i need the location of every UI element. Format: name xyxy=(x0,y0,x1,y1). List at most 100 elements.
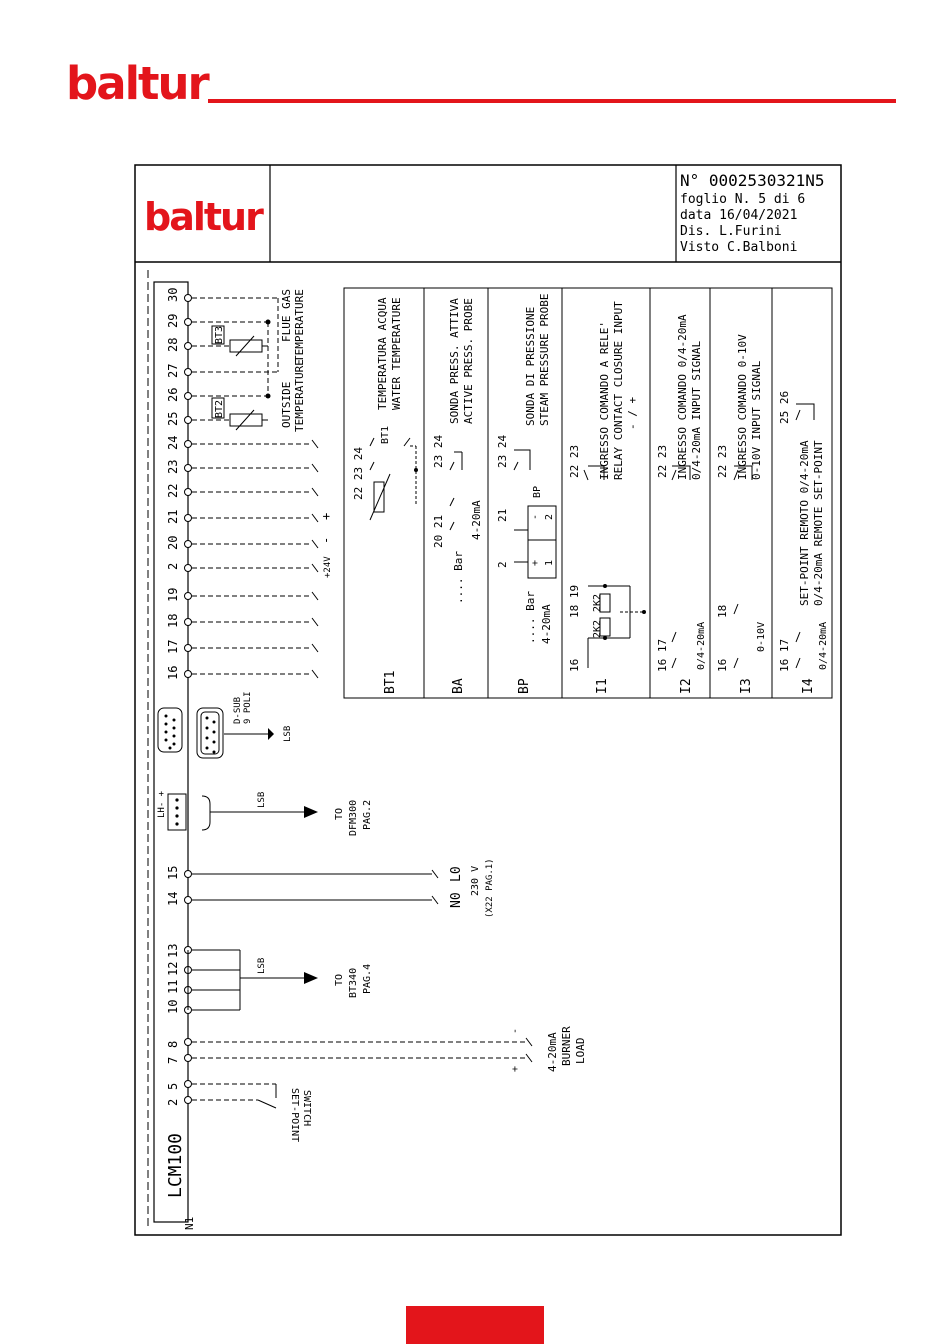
dsub-poles-label: 9 POLI xyxy=(243,691,253,724)
legend-pins: 23 24 xyxy=(496,435,509,468)
legend-tag: BT1 xyxy=(380,426,391,444)
legend-pins: 22 23 xyxy=(656,445,669,478)
legend-n1: 1 xyxy=(544,560,555,566)
title-block: N° 0002530321N5 foglio N. 5 di 6 data 16… xyxy=(680,171,825,255)
terminal-number: 26 xyxy=(166,388,180,402)
legend-row-i3: I3 INGRESSO COMANDO 0-10V 0-10V INPUT SI… xyxy=(716,334,767,694)
terminal-number: 2 xyxy=(166,563,180,570)
module-label: LCM100 xyxy=(165,1133,186,1198)
terminal-number: 18 xyxy=(166,614,180,628)
lsb-label-bt: LSB xyxy=(257,958,267,974)
sensor-bt3 xyxy=(211,325,268,357)
terminal-number: 24 xyxy=(166,436,180,450)
terminal-number: 19 xyxy=(166,588,180,602)
power-voltage: 230 V xyxy=(470,866,481,896)
legend-desc-en: ACTIVE PRESS. PROBE xyxy=(462,298,475,424)
lsb-label-dsub: LSB xyxy=(283,726,293,742)
legend-n2: 2 xyxy=(544,514,555,520)
legend-bar: .... Bar xyxy=(524,591,537,644)
dsub-label: D-SUB xyxy=(233,697,243,724)
supply-label: +24V xyxy=(323,556,333,578)
wire-ends xyxy=(311,439,319,679)
terminal-number: 5 xyxy=(166,1083,180,1090)
sensor-bt2 xyxy=(211,397,268,431)
legend-code: BA xyxy=(451,678,466,694)
load-minus: - xyxy=(510,1028,521,1034)
legend-code: I1 xyxy=(595,678,610,694)
burner-load-wires xyxy=(192,1041,526,1059)
legend-desc-en: RELAY CONTACT CLOSURE INPUT xyxy=(612,301,625,480)
lh-label: LH- + xyxy=(157,790,167,818)
legend-ma: 4-20mA xyxy=(470,500,483,540)
legend-pins: 22 23 xyxy=(568,445,581,478)
legend-v: 0-10V xyxy=(756,622,767,652)
legend-desc-it: SONDA DI PRESSIONE xyxy=(524,307,537,426)
terminal-circles xyxy=(184,294,192,1104)
legend-pin: 16 xyxy=(568,659,581,672)
power-wires xyxy=(192,869,439,905)
terminal-number: 16 xyxy=(166,666,180,680)
legend-row-i1: I1 INGRESSO COMANDO A RELE' RELAY CONTAC… xyxy=(568,301,639,694)
terminal-number: 29 xyxy=(166,314,180,328)
header-rule xyxy=(208,99,896,103)
outside-temp-label: TEMPERATURE xyxy=(293,359,306,432)
terminal-number: 2 xyxy=(166,1099,180,1106)
power-ref: (X22 PAG.1) xyxy=(485,858,495,918)
legend-row-ba: BA SONDA PRESS. ATTIVA ACTIVE PRESS. PRO… xyxy=(432,298,483,694)
signal-wires xyxy=(192,297,312,675)
legend-pins: 25 26 xyxy=(778,391,791,424)
doc-date: data 16/04/2021 xyxy=(680,208,797,223)
legend-row-bt1: BT1 TEMPERATURA ACQUA WATER TEMPERATURE … xyxy=(352,297,403,694)
legend-pins: 22 23 24 xyxy=(352,447,365,500)
legend-code: BP xyxy=(517,678,532,694)
legend-code: I4 xyxy=(801,678,816,694)
legend-relay: 2K2 xyxy=(592,620,603,638)
legend-ma: 4-20mA xyxy=(540,604,553,644)
setpoint-switch-wires xyxy=(192,1083,277,1109)
legend-desc-it: TEMPERATURA ACQUA xyxy=(376,297,389,410)
legend-desc-it: INGRESSO COMANDO A RELE' xyxy=(598,321,611,480)
flue-gas-label: FLUE GAS xyxy=(280,289,293,342)
terminal-number: 8 xyxy=(166,1041,180,1048)
flue-gas-temp-label: TEMPERATURE xyxy=(293,289,306,362)
legend-ma: 0/4-20mA xyxy=(696,622,707,670)
legend-desc-it: INGRESSO COMANDO 0/4-20mA xyxy=(676,314,689,480)
terminal-number: 25 xyxy=(166,412,180,426)
doc-number: N° 0002530321N5 xyxy=(680,171,825,190)
legend-pin: 2 xyxy=(496,561,509,568)
legend-row-i2: I2 INGRESSO COMANDO 0/4-20mA 0/4-20mA IN… xyxy=(656,314,707,694)
terminal-number: 15 xyxy=(166,866,180,880)
terminal-number: 7 xyxy=(166,1057,180,1064)
legend-desc-en: WATER TEMPERATURE xyxy=(390,297,403,410)
to-bt-page: PAG.4 xyxy=(362,964,373,994)
legend-pin: 21 xyxy=(496,509,509,522)
sheet-number: foglio N. 5 di 6 xyxy=(680,192,805,207)
load-load: LOAD xyxy=(574,1038,587,1065)
power-l-label: L0 xyxy=(449,866,464,882)
legend-row-bp: BP SONDA DI PRESSIONE STEAM PRESSURE PRO… xyxy=(496,294,555,694)
legend-desc-en: 0/4-20mA INPUT SIGNAL xyxy=(690,341,703,480)
power-n-label: N0 xyxy=(449,892,464,908)
legend-desc-en: 0/4-20mA REMOTE SET-POINT xyxy=(812,440,825,606)
legend-desc-it: SET-POINT REMOTO 0/4-20mA xyxy=(798,440,811,606)
terminal-number: 27 xyxy=(166,364,180,378)
footer-page-tab xyxy=(406,1306,544,1344)
drawn-by: Dis. L.Furini xyxy=(680,224,782,239)
schematic: LCM100 N1 30 29 28 27 26 25 24 23 22 21 … xyxy=(147,270,833,1230)
terminal-number: 13 xyxy=(166,944,180,958)
legend-desc-en: 0-10V INPUT SIGNAL xyxy=(750,360,763,480)
legend-code: BT1 xyxy=(383,671,398,694)
checked-by: Visto C.Balboni xyxy=(680,240,797,255)
legend-relay: 2K2 xyxy=(592,594,603,612)
terminal-number: 11 xyxy=(166,980,180,994)
legend-ma: 0/4-20mA xyxy=(818,622,829,670)
module-strip xyxy=(153,281,189,1223)
terminal-number: 21 xyxy=(166,510,180,524)
legend-code: I3 xyxy=(739,678,754,694)
legend-desc-sign: - / + xyxy=(626,397,639,430)
drawing-frame xyxy=(134,164,842,1236)
setpoint-switch-line2: SWITCH xyxy=(301,1090,312,1126)
legend-pins: 23 24 xyxy=(432,435,445,468)
terminal-number: 28 xyxy=(166,338,180,352)
legend-tag: BP xyxy=(532,486,543,498)
